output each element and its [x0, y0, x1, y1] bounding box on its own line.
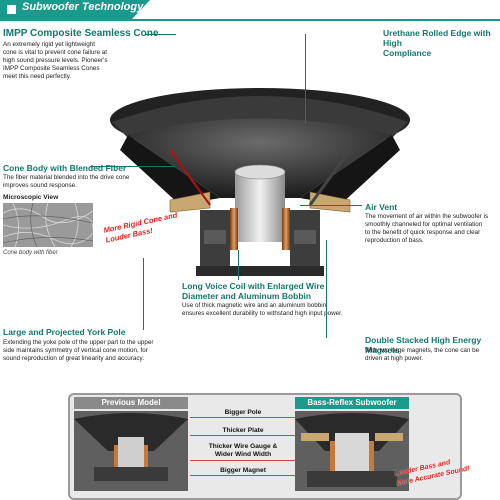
cone-body-leader: [90, 166, 175, 167]
bigger-magnet-line: [190, 475, 296, 476]
microscopic-title: Microscopic View: [3, 194, 59, 201]
header-rule: [0, 19, 500, 21]
impp-leader: [146, 34, 176, 35]
microscopic-caption: Cone body with fiber: [3, 250, 58, 256]
bigger-pole-label: Bigger Pole: [224, 409, 262, 416]
thicker-plate-line: [190, 435, 296, 436]
wire-gauge-line: [190, 460, 296, 461]
voice-coil-text: Use of thick magnetic wire and an alumin…: [182, 302, 343, 317]
voice-coil-leader: [238, 250, 239, 280]
air-vent-leader: [300, 205, 362, 206]
york-pole-text: Extending the yoke pole of the upper par…: [3, 339, 154, 362]
air-vent-title: Air Vent: [365, 202, 398, 212]
urethane-leader: [305, 34, 306, 124]
page-title: Subwoofer Technology: [22, 1, 144, 13]
bigger-pole-line: [190, 417, 296, 418]
microscopic-fiber-image: [3, 203, 93, 247]
bass-reflex-title: Bass-Reflex Subwoofer: [295, 397, 409, 409]
impp-title: IMPP Composite Seamless Cone: [3, 28, 159, 39]
header-tab: [0, 0, 150, 19]
cone-body-text: The fiber material blended into the driv…: [3, 174, 130, 189]
header-square-icon: [7, 5, 16, 14]
bigger-magnet-label: Bigger Magnet: [220, 467, 266, 474]
air-vent-text: The movement of air within the subwoofer…: [365, 213, 489, 244]
magnets-title: Double Stacked High Energy Magnets: [365, 335, 482, 355]
york-pole-leader: [143, 258, 144, 330]
thicker-plate-label: Thicker Plate: [222, 427, 264, 434]
wire-gauge-label: Thicker Wire Gauge &Wider Wind Width: [208, 443, 278, 458]
bass-reflex-illustration: [295, 411, 409, 491]
cone-body-title: Cone Body with Blended Fiber: [3, 163, 127, 173]
york-pole-title: Large and Projected York Pole: [3, 327, 126, 337]
previous-model-illustration: [74, 411, 188, 491]
previous-model-title: Previous Model: [74, 397, 188, 409]
magnets-leader: [326, 240, 327, 338]
subwoofer-cutaway-illustration: [110, 88, 410, 276]
